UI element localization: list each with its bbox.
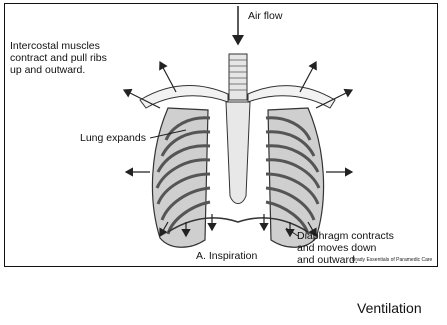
diaphragm-label-line-2: and moves down bbox=[297, 242, 376, 255]
lung-expands-label: Lung expands bbox=[80, 132, 146, 145]
slide-title: Ventilation bbox=[357, 300, 422, 316]
intercostal-label-line-3: up and outward. bbox=[10, 64, 85, 77]
diaphragm-label-line-3: and outward. bbox=[297, 254, 358, 267]
sternum bbox=[226, 102, 250, 204]
image-credit: Brady Essentials of Paramedic Care bbox=[352, 257, 432, 263]
intercostal-label-line-2: contract and pull ribs bbox=[10, 52, 107, 65]
figure-caption: A. Inspiration bbox=[196, 250, 257, 263]
intercostal-label-line-1: Intercostal muscles bbox=[10, 40, 100, 53]
diaphragm-label-line-1: Diaphragm contracts bbox=[297, 230, 394, 243]
airflow-label: Air flow bbox=[248, 10, 282, 23]
trachea bbox=[229, 54, 247, 100]
